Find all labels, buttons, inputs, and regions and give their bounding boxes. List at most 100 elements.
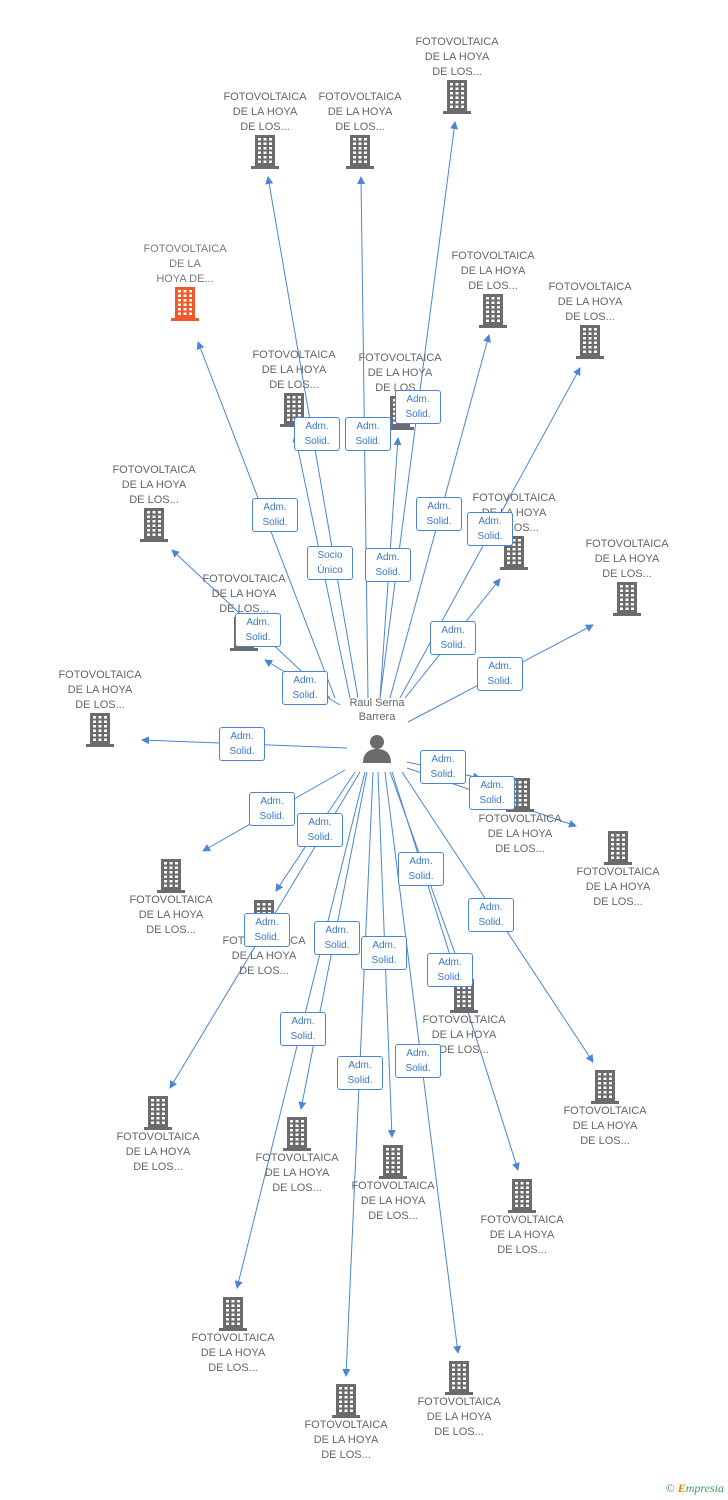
company-name: FOTOVOLTAICA DE LA HOYA DE LOS...: [191, 1332, 275, 1374]
company-name: FOTOVOLTAICA DE LA HOYA DE LOS...: [112, 464, 196, 506]
company-node[interactable]: FOTOVOLTAICA DE LA HOYA DE LOS...: [470, 778, 570, 857]
brand-name: mpresia: [685, 1481, 724, 1495]
company-node[interactable]: FOTOVOLTAICA DE LA HOYA DE LOS...: [555, 1070, 655, 1149]
company-node[interactable]: FOTOVOLTAICA DE LA HOYA DE LOS...: [540, 280, 640, 359]
relation-label[interactable]: Adm. Solid.: [294, 417, 340, 451]
company-node[interactable]: FOTOVOLTAICA DE LA HOYA DE LOS...: [50, 668, 150, 747]
company-node[interactable]: FOTOVOLTAICA DE LA HOYA DE LOS...: [568, 831, 668, 910]
company-node[interactable]: FOTOVOLTAICA DE LA HOYA DE LOS...: [409, 1361, 509, 1440]
building-icon: [171, 287, 199, 321]
company-node[interactable]: FOTOVOLTAICA DE LA HOYA DE LOS...: [108, 1096, 208, 1175]
relation-label[interactable]: Adm. Solid.: [469, 776, 515, 810]
company-name: FOTOVOLTAICA DE LA HOYA DE LOS...: [415, 36, 499, 78]
building-icon: [144, 1096, 172, 1130]
relation-label[interactable]: Adm. Solid.: [337, 1056, 383, 1090]
building-icon: [613, 582, 641, 616]
company-name: FOTOVOLTAICA DE LA HOYA DE LOS...: [480, 1214, 564, 1256]
building-icon: [219, 1297, 247, 1331]
building-icon: [346, 135, 374, 169]
company-node[interactable]: FOTOVOLTAICA DE LA HOYA DE LOS...: [121, 859, 221, 938]
brand-footer[interactable]: ©Empresia: [666, 1481, 724, 1496]
building-icon: [591, 1070, 619, 1104]
company-node[interactable]: FOTOVOLTAICA DE LA HOYA DE LOS...: [296, 1384, 396, 1463]
company-name: FOTOVOLTAICA DE LA HOYA DE LOS...: [116, 1131, 200, 1173]
relation-label[interactable]: Adm. Solid.: [395, 1044, 441, 1078]
relation-label[interactable]: Adm. Solid.: [416, 497, 462, 531]
company-node[interactable]: FOTOVOLTAICA DE LA HOYA DE LOS...: [247, 1117, 347, 1196]
relation-label[interactable]: Adm. Solid.: [282, 671, 328, 705]
company-name: FOTOVOLTAICA DE LA HOYA DE LOS...: [202, 573, 286, 615]
company-node[interactable]: FOTOVOLTAICA DE LA HOYA DE...: [135, 242, 235, 321]
building-icon: [379, 1145, 407, 1179]
brand-logo-letter: E: [677, 1481, 686, 1495]
relation-label[interactable]: Adm. Solid.: [395, 390, 441, 424]
relation-label[interactable]: Adm. Solid.: [249, 792, 295, 826]
company-name: FOTOVOLTAICA DE LA HOYA DE LOS...: [422, 1014, 506, 1056]
company-node[interactable]: FOTOVOLTAICA DE LA HOYA DE LOS...: [183, 1297, 283, 1376]
relation-label[interactable]: Adm. Solid.: [468, 898, 514, 932]
company-name: FOTOVOLTAICA DE LA HOYA DE LOS...: [576, 866, 660, 908]
relation-label[interactable]: Adm. Solid.: [244, 913, 290, 947]
company-name: FOTOVOLTAICA DE LA HOYA DE LOS...: [58, 669, 142, 711]
building-icon: [332, 1384, 360, 1418]
company-node[interactable]: FOTOVOLTAICA DE LA HOYA DE LOS...: [443, 249, 543, 328]
building-icon: [86, 713, 114, 747]
company-name: FOTOVOLTAICA DE LA HOYA DE LOS...: [478, 813, 562, 855]
relation-label[interactable]: Adm. Solid.: [280, 1012, 326, 1046]
person-icon: [363, 735, 391, 763]
company-node[interactable]: FOTOVOLTAICA DE LA HOYA DE LOS...: [343, 1145, 443, 1224]
relation-label[interactable]: Adm. Solid.: [427, 953, 473, 987]
relation-label[interactable]: Adm. Solid.: [477, 657, 523, 691]
company-name: FOTOVOLTAICA DE LA HOYA DE LOS...: [129, 894, 213, 936]
relation-label[interactable]: Adm. Solid.: [219, 727, 265, 761]
building-icon: [508, 1179, 536, 1213]
relation-label[interactable]: Adm. Solid.: [297, 813, 343, 847]
relation-label[interactable]: Adm. Solid.: [314, 921, 360, 955]
relation-label[interactable]: Adm. Solid.: [361, 936, 407, 970]
building-icon: [443, 80, 471, 114]
relation-label[interactable]: Adm. Solid.: [420, 750, 466, 784]
company-node[interactable]: FOTOVOLTAICA DE LA HOYA DE LOS...: [407, 35, 507, 114]
company-name: FOTOVOLTAICA DE LA HOYA DE LOS...: [548, 281, 632, 323]
copyright-symbol: ©: [665, 1481, 675, 1495]
company-name: FOTOVOLTAICA DE LA HOYA DE LOS...: [351, 1180, 435, 1222]
relation-label[interactable]: Adm. Solid.: [345, 417, 391, 451]
company-name: FOTOVOLTAICA DE LA HOYA DE...: [143, 243, 227, 285]
building-icon: [479, 294, 507, 328]
company-node[interactable]: FOTOVOLTAICA DE LA HOYA DE LOS...: [215, 90, 315, 169]
relation-label[interactable]: Adm. Solid.: [365, 548, 411, 582]
relation-label[interactable]: Adm. Solid.: [235, 613, 281, 647]
building-icon: [251, 135, 279, 169]
company-name: FOTOVOLTAICA DE LA HOYA DE LOS...: [304, 1419, 388, 1461]
building-icon: [283, 1117, 311, 1151]
relation-label[interactable]: Adm. Solid.: [467, 512, 513, 546]
relation-label[interactable]: Adm. Solid.: [252, 498, 298, 532]
company-node[interactable]: FOTOVOLTAICA DE LA HOYA DE LOS...: [577, 537, 677, 616]
company-name: FOTOVOLTAICA DE LA HOYA DE LOS...: [255, 1152, 339, 1194]
company-name: FOTOVOLTAICA DE LA HOYA DE LOS...: [451, 250, 535, 292]
company-node[interactable]: FOTOVOLTAICA DE LA HOYA DE LOS...: [472, 1179, 572, 1258]
company-name: FOTOVOLTAICA DE LA HOYA DE LOS...: [223, 91, 307, 133]
person-name: Raul Serna Barrera: [349, 697, 405, 723]
building-icon: [445, 1361, 473, 1395]
company-name: FOTOVOLTAICA DE LA HOYA DE LOS...: [563, 1105, 647, 1147]
company-node[interactable]: FOTOVOLTAICA DE LA HOYA DE LOS...: [244, 348, 344, 427]
building-icon: [506, 778, 534, 812]
building-icon: [576, 325, 604, 359]
building-icon: [450, 979, 478, 1013]
company-node[interactable]: FOTOVOLTAICA DE LA HOYA DE LOS...: [414, 979, 514, 1058]
company-name: FOTOVOLTAICA DE LA HOYA DE LOS...: [585, 538, 669, 580]
relation-label[interactable]: Socio Único: [307, 546, 353, 580]
company-node[interactable]: FOTOVOLTAICA DE LA HOYA DE LOS...: [104, 463, 204, 542]
center-person[interactable]: Raul Serna Barrera: [332, 696, 422, 764]
building-icon: [604, 831, 632, 865]
company-node[interactable]: FOTOVOLTAICA DE LA HOYA DE LOS...: [310, 90, 410, 169]
company-name: FOTOVOLTAICA DE LA HOYA DE LOS...: [252, 349, 336, 391]
company-name: FOTOVOLTAICA DE LA HOYA DE LOS...: [417, 1396, 501, 1438]
relation-label[interactable]: Adm. Solid.: [398, 852, 444, 886]
relation-label[interactable]: Adm. Solid.: [430, 621, 476, 655]
building-icon: [140, 508, 168, 542]
company-name: FOTOVOLTAICA DE LA HOYA DE LOS...: [318, 91, 402, 133]
building-icon: [157, 859, 185, 893]
